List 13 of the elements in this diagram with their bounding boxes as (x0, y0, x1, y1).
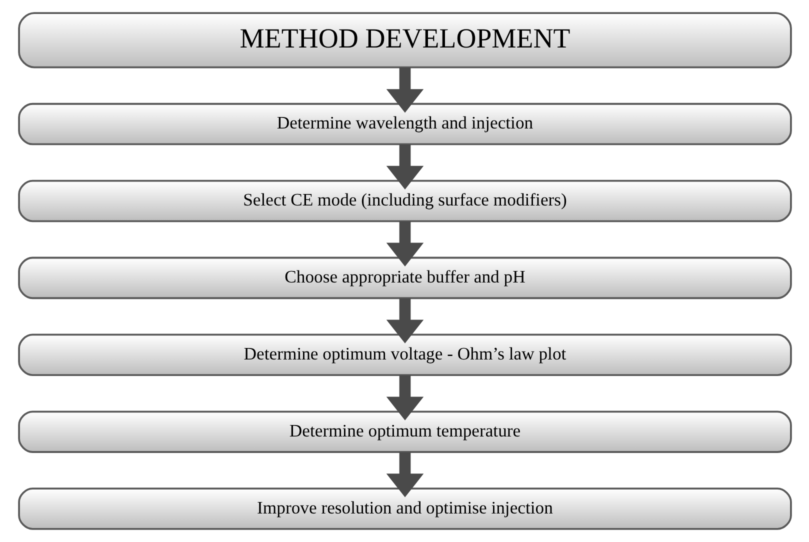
node-box: Determine wavelength and injection (18, 102, 792, 146)
arrow (386, 375, 424, 420)
arrow (386, 221, 424, 266)
node-box: Improve resolution and optimise injection (18, 488, 792, 530)
node-box: METHOD DEVELOPMENT (18, 12, 792, 68)
arrow (386, 68, 424, 113)
arrow (386, 452, 424, 498)
arrow (386, 298, 424, 344)
node-box: Determine optimum voltage - Ohm’s law plot (18, 334, 792, 376)
arrow (386, 144, 424, 190)
node-box: Select CE mode (including surface modifiers) (18, 180, 792, 222)
node-box: Choose appropriate buffer and pH (18, 256, 792, 300)
node-box: Determine optimum temperature (18, 410, 792, 453)
